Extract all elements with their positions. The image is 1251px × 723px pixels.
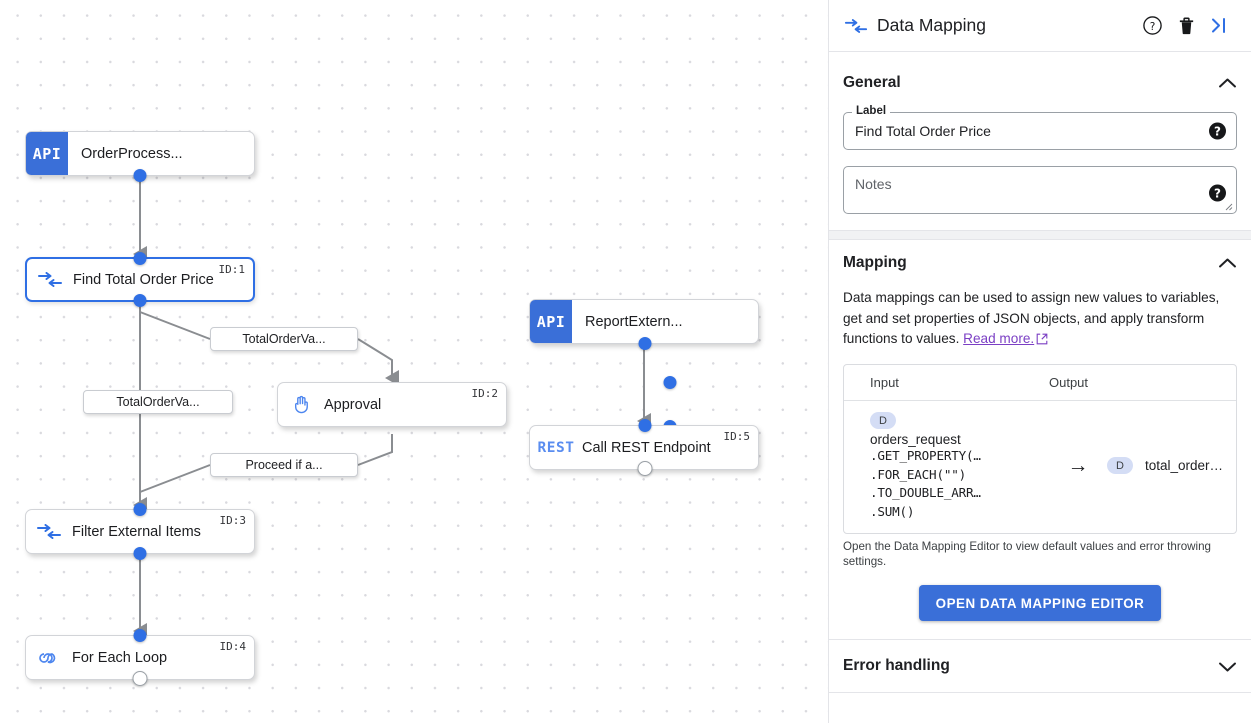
input-expression-line: .TO_DOUBLE_ARR…	[870, 485, 981, 501]
node-output-port[interactable]	[133, 547, 147, 560]
external-link-icon[interactable]	[1036, 331, 1048, 352]
mapping-arrow-icon: →	[1067, 453, 1089, 477]
panel-header: Data Mapping ?	[829, 0, 1251, 52]
node-title: Filter External Items	[72, 523, 201, 540]
node-title: OrderProcess...	[81, 145, 183, 162]
section-divider	[829, 692, 1251, 694]
mapping-section-header[interactable]: Mapping	[843, 240, 1237, 286]
edge-label-proceed-if-a[interactable]: Proceed if a...	[210, 453, 358, 477]
node-output-port[interactable]	[133, 169, 147, 182]
mapping-section-title: Mapping	[843, 254, 907, 271]
node-output-port[interactable]	[132, 671, 148, 686]
node-input-port[interactable]	[663, 376, 677, 389]
error-handling-section-title: Error handling	[843, 657, 950, 675]
node-id-tag: ID:3	[219, 514, 247, 527]
node-input-port[interactable]	[133, 252, 147, 265]
mapping-description-text: Data mappings can be used to assign new …	[843, 290, 1220, 346]
node-input-port[interactable]	[133, 503, 147, 516]
node-order-process[interactable]: API OrderProcess...	[25, 131, 255, 182]
output-type-chip: D	[1107, 457, 1133, 475]
read-more-link[interactable]: Read more.	[963, 331, 1035, 346]
collapse-panel-icon[interactable]	[1203, 9, 1237, 43]
chevron-up-icon[interactable]	[1218, 257, 1237, 270]
output-variable-name: total_order…	[1145, 458, 1224, 474]
input-expression-line: .SUM()	[870, 503, 915, 519]
data-mapping-icon	[26, 523, 72, 540]
node-title: ReportExtern...	[585, 313, 683, 330]
node-input-port[interactable]	[638, 419, 652, 432]
section-divider	[829, 639, 1251, 641]
node-output-port[interactable]	[637, 461, 653, 476]
node-id-tag: ID:1	[218, 263, 246, 276]
label-field-legend: Label	[852, 105, 891, 117]
column-header-output: Output	[1049, 374, 1089, 390]
mapping-input-cell: D orders_request .GET_PROPERTY(… .FOR_EA…	[844, 411, 1049, 522]
rest-badge-icon: REST	[537, 439, 575, 456]
mapping-footnote: Open the Data Mapping Editor to view def…	[843, 540, 1211, 569]
help-icon[interactable]: ?	[1209, 184, 1226, 202]
node-title: For Each Loop	[72, 649, 168, 666]
data-mapping-icon	[27, 271, 73, 288]
input-variable-name: orders_request	[870, 432, 961, 447]
general-bottom-space	[843, 214, 1237, 230]
section-divider	[829, 230, 1251, 240]
node-filter-external-items[interactable]: Filter External Items ID:3	[25, 503, 255, 560]
edge-label-total-order-va-1[interactable]: TotalOrderVa...	[210, 327, 358, 351]
node-find-total-order-price[interactable]: Find Total Order Price ID:1	[25, 252, 255, 307]
svg-text:?: ?	[1149, 21, 1155, 33]
general-section: General Label Find Total Order Price ? N…	[829, 52, 1251, 230]
node-id-tag: ID:2	[471, 387, 499, 400]
node-output-port[interactable]	[133, 294, 147, 307]
mapping-description: Data mappings can be used to assign new …	[843, 288, 1237, 352]
edge-label-total-order-va-2[interactable]: TotalOrderVa...	[83, 390, 233, 414]
table-row[interactable]: D orders_request .GET_PROPERTY(… .FOR_EA…	[844, 401, 1236, 534]
input-expression-line: .FOR_EACH("")	[870, 466, 966, 482]
chevron-down-icon[interactable]	[1218, 660, 1237, 673]
mapping-table[interactable]: Input Output D orders_request .GET_PROPE…	[843, 363, 1237, 535]
general-section-title: General	[843, 74, 901, 91]
open-data-mapping-editor-button[interactable]: OPEN DATA MAPPING EDITOR	[918, 585, 1162, 622]
node-id-tag: ID:4	[219, 640, 247, 653]
resize-handle-icon[interactable]	[1224, 202, 1233, 211]
notes-field[interactable]: Notes ?	[843, 166, 1237, 214]
node-call-rest-endpoint[interactable]: REST Call REST Endpoint ID:5	[529, 419, 759, 476]
node-input-port[interactable]	[133, 629, 147, 642]
mapping-section: Mapping Data mappings can be used to ass…	[829, 240, 1251, 639]
notes-field-placeholder: Notes	[855, 176, 892, 192]
input-expression-line: .GET_PROPERTY(…	[870, 448, 981, 463]
column-header-input: Input	[870, 374, 899, 390]
data-mapping-icon	[839, 18, 873, 34]
input-type-chip: D	[870, 412, 896, 429]
api-badge-icon: API	[26, 132, 68, 175]
node-title: Call REST Endpoint	[582, 439, 711, 456]
hand-approval-icon	[278, 394, 324, 416]
properties-panel: Data Mapping ?	[828, 0, 1251, 723]
node-for-each-loop[interactable]: For Each Loop ID:4	[25, 629, 255, 686]
node-id-tag: ID:5	[723, 430, 751, 443]
mapping-table-header: Input Output	[844, 365, 1236, 401]
error-handling-section-header[interactable]: Error handling	[843, 640, 1237, 692]
node-title: Find Total Order Price	[73, 271, 214, 288]
chevron-up-icon[interactable]	[1218, 77, 1237, 90]
workflow-canvas[interactable]: API OrderProcess... Find Total Order Pri…	[0, 0, 828, 723]
panel-title: Data Mapping	[877, 15, 986, 35]
label-field[interactable]: Label Find Total Order Price ?	[843, 105, 1237, 150]
general-section-header[interactable]: General	[843, 60, 1237, 106]
error-handling-section: Error handling	[829, 640, 1251, 692]
node-approval[interactable]: Approval ID:2	[277, 376, 677, 433]
open-editor-button-wrap: OPEN DATA MAPPING EDITOR	[843, 585, 1237, 622]
node-title: Approval	[324, 396, 382, 413]
api-badge-icon: API	[530, 300, 572, 343]
help-icon[interactable]: ?	[1135, 9, 1169, 43]
help-icon[interactable]: ?	[1209, 122, 1226, 140]
node-report-extern[interactable]: API ReportExtern...	[529, 299, 759, 350]
edge-layer	[133, 176, 651, 639]
loop-infinity-icon	[26, 650, 72, 666]
node-output-port[interactable]	[638, 337, 652, 350]
delete-icon[interactable]	[1169, 9, 1203, 43]
mapping-output-cell: D total_order…	[1107, 457, 1224, 475]
label-field-value: Find Total Order Price	[855, 123, 991, 139]
